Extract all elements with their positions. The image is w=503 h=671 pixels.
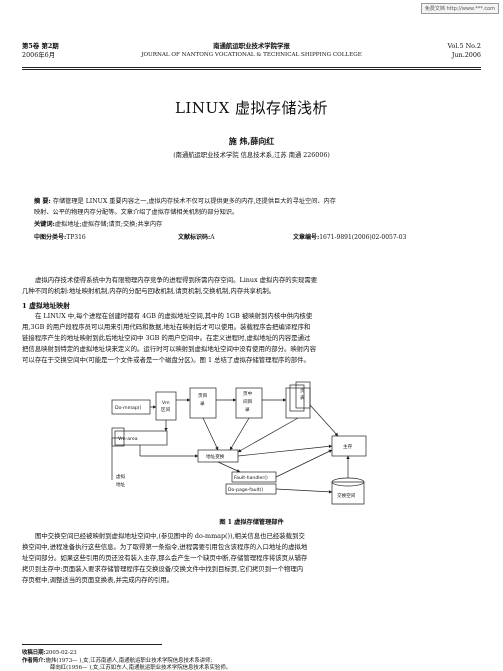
fig-swap-file: 交换空间: [337, 492, 356, 499]
intro-line-1: 虚拟内存技术使得系统中为有限物理内存竞争的进程得到所需内存空间。Linux 虚拟…: [35, 276, 318, 284]
header-month: Jun.2006: [451, 51, 481, 59]
keywords: 关键词:虚拟地址;虚拟存储;请页;交换;共享内存: [34, 219, 162, 230]
para2: 图中交换空间已经被映射到虚拟地址空间中,(参见图中的 do-mmap()),相关…: [22, 531, 481, 586]
header-journal-en: JOURNAL OF NANTONG VOCATIONAL & TECHNICA…: [141, 52, 362, 58]
abstract-line-2: 映射、公平的物理内存分配等。文章介绍了虚拟存储相关机制的部分知识。: [34, 209, 239, 216]
received-label: 收稿日期:: [22, 650, 46, 656]
swap-file-box: [331, 481, 365, 505]
page-table-stack-2: [289, 384, 305, 412]
page-table-box: [285, 387, 311, 419]
section1-paragraph: 在 LINUX 中,每个进程在创建时都有 4GB 的虚拟地址空间,其中的 1GB…: [22, 311, 481, 366]
fig-do-mmap: Do-mmap(): [115, 405, 142, 411]
fig-mid-dir-2: 间目: [243, 398, 252, 405]
page-table-stack: [295, 381, 311, 409]
doc-code-value: A: [210, 234, 215, 241]
fig-vm-2: 区间: [161, 406, 171, 413]
fig-mid-dir-3: 录: [245, 406, 250, 413]
section1-line-4: 把信息映射到特定的虚拟地址块来定义的。运行时可以映射到虚拟地址空间中没有使用的部…: [22, 345, 316, 353]
fig-do-page-fault: Do-page-fault(): [228, 487, 263, 493]
figure-virtual-memory: Do-mmap() Vm 区间 页目 录 页中 间目 录 页 表 Vm-area…: [111, 381, 367, 505]
fig-page-label-1: 页: [300, 388, 305, 394]
footnote-author-1: 作者简介:施炜(1973— ),女,江苏南通人,南通航运职业技术学院信息技术系讲…: [22, 656, 212, 664]
received-date: 2005-02-23: [45, 650, 77, 656]
section-heading: 1 虚拟地址映射: [22, 302, 70, 310]
fig-page-dir-1: 页目: [198, 393, 207, 399]
paper-authors: 施 炜,薛向红: [228, 136, 275, 146]
section1-line-2: 用,3GB 的用户段程序员可以用来引用代码和数据,地址在映射后才可以使用。装载程…: [22, 323, 311, 331]
fig-vm-area: Vm-area: [118, 436, 138, 442]
abstract-label: 摘 要:: [34, 198, 51, 205]
author-bio-1: 施炜(1973— ),女,江苏南通人,南通航运职业技术学院信息技术系讲师;: [45, 658, 213, 664]
paper-affiliation: (南通航运职业技术学院 信息技术系,江苏 南通 226006): [173, 152, 330, 159]
paper-title: LINUX 虚拟存储浅析: [174, 99, 329, 117]
para2-line-2: 换空间中,进程准备执行这些信息。为了取得第一条指令,进程需要引用包含该程序的入口…: [22, 543, 308, 551]
source-stamp: 免费文档 http://www.***.com: [420, 3, 499, 14]
figure-caption: 图 1 虚拟存储管理部件: [219, 519, 284, 526]
footnote-author-2: 薛向红(1956— ),女,江苏如东人,南通航运职业技术学院信息技术系实验师。: [50, 665, 232, 671]
fig-page-label-2: 表: [300, 394, 305, 401]
doc-code-label: 文献标识码:: [178, 234, 211, 241]
article-number: 文章编号:1671-9891(2006)02-0057-03: [293, 232, 406, 241]
footnote-rule: [22, 644, 162, 645]
clc-label: 中图分类号:: [34, 234, 67, 241]
para2-line-1: 图中交换空间已经被映射到虚拟地址空间中,(参见图中的 do-mmap()),相关…: [35, 532, 305, 540]
header-volume: Vol.5 No.2: [447, 42, 481, 50]
header-journal-cn: 南通航运职业技术学院学报: [213, 42, 290, 50]
fig-fault-handler: Fault-handler(): [234, 475, 268, 481]
header-rule: [22, 67, 481, 68]
para2-line-5: 存页框中,调整适当的页面变换表,并完成内存的引用。: [22, 576, 174, 584]
document-code: 文献标识码:A: [178, 232, 215, 241]
abstract: 摘 要: 存储管理是 LINUX 重要内容之一,虚拟内存技术不仅可以提供更多的内…: [34, 196, 474, 218]
intro-line-2: 几种不同的机制:地址映射机制,内存的分配与回收机制,请页机制,交换机制,内存共享…: [22, 287, 276, 295]
section1-line-1: 在 LINUX 中,每个进程在创建时都有 4GB 的虚拟地址空间,其中的 1GB…: [35, 312, 313, 320]
footnote-received: 收稿日期:2005-02-23: [22, 648, 77, 656]
fig-vaddr-1: 虚拟: [116, 473, 126, 480]
fig-vaddr-2: 地址: [116, 481, 126, 488]
fig-main-mem: 主存: [343, 443, 353, 450]
fig-page-dir-2: 录: [200, 400, 205, 407]
keywords-text: 虚拟地址;虚拟存储;请页;交换;共享内存: [54, 221, 163, 228]
keywords-label: 关键词:: [34, 221, 55, 228]
section1-line-3: 链接程序产生的地址映射到此后地址空间中 3GB 的用户空间中。在定义进程时,虚拟…: [22, 334, 311, 342]
header-issue: 第5卷 第2期: [22, 42, 59, 50]
para2-line-4: 拷贝到主存中;页面装入要求存储管理程序在交换设备/交换文件中找到目标页,它们拷贝…: [22, 565, 304, 573]
vm-box: [155, 391, 177, 421]
vm-area-stack: [111, 427, 125, 447]
header-date: 2006年6月: [22, 51, 56, 59]
article-no-label: 文章编号:: [293, 234, 320, 241]
header-rule-thin: [22, 69, 481, 70]
fig-vm: Vm: [162, 400, 170, 406]
clc-number: 中图分类号:TP316: [34, 232, 86, 241]
intro-paragraph: 虚拟内存技术使得系统中为有限物理内存竞争的进程得到所需内存空间。Linux 虚拟…: [22, 275, 481, 297]
author-bio-label: 作者简介:: [22, 658, 46, 664]
section1-line-5: 可以存在于交换空间中(可能是一个文件或者是一个磁盘分区)。图 1 总结了虚拟存储…: [22, 356, 310, 364]
para2-line-3: 址空间部分。如果这些引用的页还没有装入主存,那么会产生一个缺页中断,存储管理程序…: [22, 554, 308, 562]
clc-value: TP316: [66, 234, 86, 241]
fig-addr-trans: 地址变换: [206, 453, 225, 460]
abstract-line-1: 存储管理是 LINUX 重要内容之一,虚拟内存技术不仅可以提供更多的内存,还提供…: [52, 198, 336, 205]
fig-mid-dir-1: 页中: [243, 390, 253, 397]
article-no-value: 1671-9891(2006)02-0057-03: [319, 234, 407, 241]
